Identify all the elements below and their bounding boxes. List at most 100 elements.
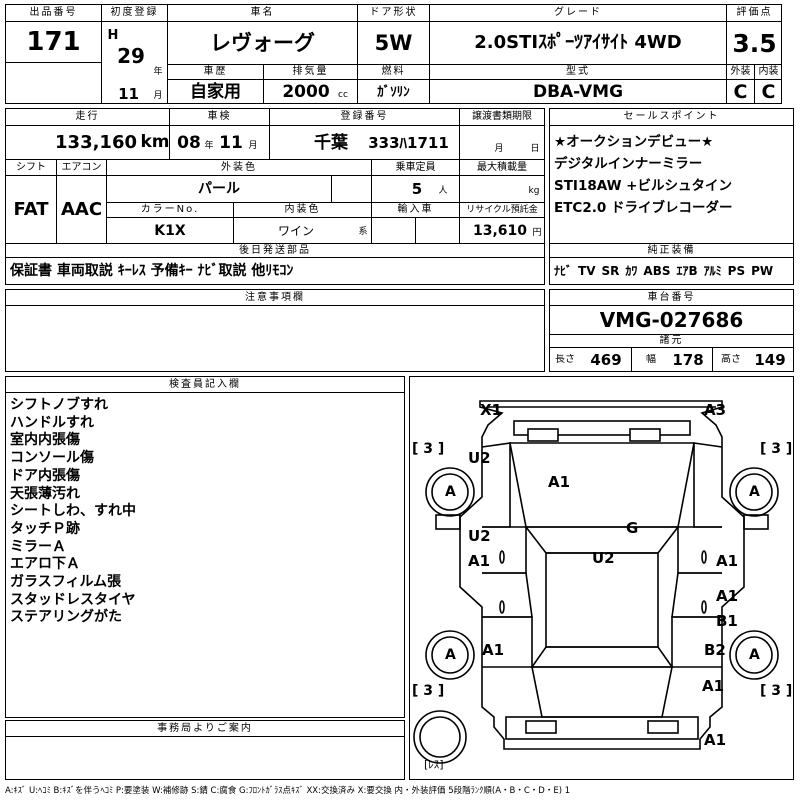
length: 469 [590, 350, 622, 369]
left-rear-fender [482, 616, 533, 668]
tire-rear-right [729, 630, 779, 680]
transfer-month-unit: 月 [494, 143, 504, 154]
rear-window [530, 646, 674, 668]
transfer-deadline-cell [459, 126, 544, 159]
notes-label: 注意事項欄 [6, 290, 544, 306]
equipment-list: ﾅﾋﾞ TV SR ｶﾜ ABS ｴｱB ｱﾙﾐ PS PW [550, 258, 793, 284]
sales-points-list: ★オークションデビュー★ デジタルインナーミラー STI18AW +ビルシュタイ… [554, 131, 732, 219]
registration-area: 千葉 [314, 132, 348, 153]
inspector-note: シフトノブすれ [10, 397, 108, 413]
interior-color-label: 内装色 [233, 202, 371, 218]
score-label: 評価点 [726, 5, 782, 22]
damage-point: A1 [468, 552, 491, 570]
equipment-item: PW [751, 264, 774, 278]
hood [509, 442, 695, 528]
tire-rear-left-inner [431, 636, 469, 674]
model-code-label: 型式 [429, 64, 726, 80]
transfer-day-unit: 日 [530, 143, 540, 154]
right-taillight [647, 720, 679, 734]
tire-grade: A [445, 484, 456, 500]
displacement-label: 排気量 [263, 64, 357, 80]
damage-point: X1 [480, 401, 503, 419]
damage-point: A1 [482, 641, 505, 659]
tread-depth: [ 3 ] [760, 441, 793, 457]
front-grille [513, 420, 691, 436]
inspector-note: シートしわ、すれ中 [10, 503, 136, 520]
month-unit: 月 [153, 90, 163, 101]
right-front-fender [693, 442, 723, 528]
damage-diagram-panel: X1 A3 U2 A1 U2 G A1 U2 A1 A1 B1 A1 B2 A1… [409, 376, 794, 780]
damage-point: A1 [704, 731, 727, 749]
header-grid: 出品番号 171 初度登録 H 29 年 11 月 車名 レヴォーグ ドア形状 … [5, 4, 782, 104]
first-registration-label: 初度登録 [101, 5, 167, 22]
door-type-label: ドア形状 [357, 5, 429, 22]
left-rear-handle [499, 600, 505, 614]
damage-point: A3 [704, 401, 727, 419]
ac-label: エアコン [56, 159, 106, 176]
width: 178 [672, 350, 704, 369]
capacity-unit: 人 [438, 185, 448, 196]
right-rear-fender [671, 616, 722, 668]
spare-tire [413, 710, 467, 764]
right-rear-handle [701, 600, 707, 614]
equipment-item: ｱﾙﾐ [703, 264, 722, 278]
model-code: DBA-VMG [429, 80, 726, 104]
equipment-label: 純正装備 [550, 243, 793, 258]
shift-label: シフト [6, 159, 56, 176]
inspector-note: ハンドルすれ [10, 414, 94, 431]
left-taillight [525, 720, 557, 734]
width-cell [631, 348, 712, 371]
capacity-cell [371, 176, 459, 202]
inspector-note: ステアリングがた [10, 609, 122, 626]
exterior-label: 外装 [726, 64, 754, 80]
year-unit: 年 [153, 66, 163, 77]
registration-year: 29 [117, 44, 145, 68]
damage-point: B2 [704, 641, 726, 659]
history: 自家用 [167, 80, 263, 104]
import-cell [371, 218, 459, 243]
fuel-label: 燃料 [357, 64, 429, 80]
registration-number-cell [269, 126, 459, 159]
tire-rear-right-inner [735, 636, 773, 674]
vehicle-info-grid: 走行 133,160 km 車検 08 年 11 月 登録番号 千葉 333ﾊ1… [5, 108, 545, 285]
damage-point: U2 [592, 549, 615, 567]
inspector-note: コンソール傷 [10, 450, 94, 467]
inspection-year: 08 [177, 132, 201, 153]
recycle-fee-unit: 円 [532, 227, 542, 238]
recycle-fee-cell [459, 218, 544, 243]
transfer-deadline-label: 譲渡書類期限 [459, 109, 544, 126]
right-rear-door [671, 572, 722, 618]
max-load-label: 最大積載量 [459, 159, 544, 176]
tire-grade: A [749, 484, 760, 500]
tire-front-left [425, 467, 475, 517]
right-mirror [743, 514, 769, 530]
mileage: 133,160 [55, 131, 137, 153]
fuel: ｶﾞｿﾘﾝ [357, 80, 429, 104]
inspector-note: エアロ下Ａ [10, 556, 80, 573]
sales-point: ETC2.0 ドライブレコーダー [554, 200, 733, 216]
exterior-grade: C [726, 80, 754, 104]
car-diagram [413, 400, 779, 764]
chassis-number: VMG-027686 [599, 308, 744, 332]
equipment-item: ﾅﾋﾞ [554, 264, 573, 278]
tread-depth: [ 3 ] [412, 683, 445, 699]
exterior-color: パール [106, 176, 331, 202]
equipment-item: PS [727, 264, 746, 278]
shift: FAT [13, 198, 49, 220]
office-notice-label: 事務局よりご案内 [6, 721, 404, 737]
equipment-item: ABS [643, 264, 671, 278]
car-name-label: 車名 [167, 5, 357, 22]
displacement-cell [263, 80, 357, 104]
inspector-note: スタッドレスタイヤ [10, 591, 136, 608]
interior-color: ワイン [277, 224, 314, 238]
tire-grade: A [749, 647, 760, 663]
history-label: 車歴 [167, 64, 263, 80]
inspection-cell [169, 126, 269, 159]
tread-depth: [ 3 ] [760, 683, 793, 699]
sales-point: デジタルインナーミラー [554, 156, 703, 172]
inspector-notes-list: シフトノブすれ ハンドルすれ 室内内張傷 コンソール傷 ドア内張傷 天張薄汚れ … [10, 397, 136, 627]
damage-point: U2 [468, 449, 491, 467]
recycle-fee-label: リサイクル預託金 [459, 202, 544, 218]
spare-tire-label: [ﾚｽ] [424, 758, 444, 771]
tire-front-left-inner [431, 473, 469, 511]
